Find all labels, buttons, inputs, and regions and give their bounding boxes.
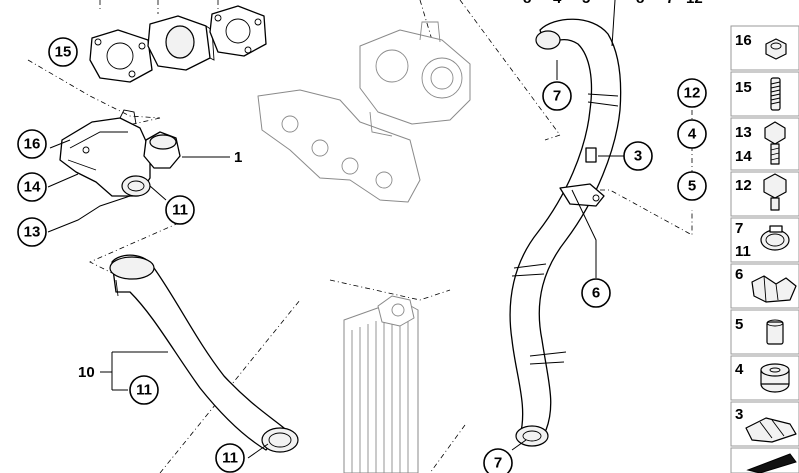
svg-text:13: 13: [24, 224, 41, 241]
label-part-1: 1: [234, 149, 242, 166]
intercooler-ghost: [343, 295, 419, 473]
svg-text:4: 4: [735, 361, 744, 378]
svg-text:6: 6: [735, 266, 743, 283]
svg-text:15: 15: [55, 44, 72, 61]
svg-text:6: 6: [592, 285, 600, 302]
svg-text:16: 16: [735, 32, 752, 49]
top-label-3: 8: [636, 0, 644, 7]
svg-text:7: 7: [735, 220, 743, 237]
bracket-clip-icon: [751, 275, 797, 303]
nut-icon: [765, 38, 787, 60]
svg-text:11: 11: [735, 243, 751, 260]
callout-13: 13: [17, 217, 47, 247]
top-label-0: 8: [523, 0, 531, 7]
sleeve-icon: [766, 319, 784, 345]
callout-11-mid: 11: [129, 375, 159, 405]
svg-text:11: 11: [136, 382, 152, 399]
top-label-2: 5: [582, 0, 590, 7]
svg-text:3: 3: [735, 406, 743, 423]
svg-text:15: 15: [735, 79, 752, 96]
svg-text:16: 16: [24, 136, 41, 153]
key-row-wedge: [730, 447, 799, 473]
svg-text:11: 11: [172, 202, 188, 219]
svg-text:3: 3: [634, 148, 642, 165]
svg-text:14: 14: [735, 148, 752, 165]
callout-7-top: 7: [542, 81, 572, 111]
grommet-icon: [760, 363, 790, 393]
key-row-7-11: 7 11: [730, 217, 799, 263]
callout-3: 3: [623, 141, 653, 171]
key-row-16: 16: [730, 25, 799, 71]
top-label-1: 4: [553, 0, 562, 7]
key-row-5: 5: [730, 309, 799, 355]
leader-lines: [47, 0, 624, 459]
svg-text:12: 12: [684, 85, 701, 102]
callout-4: 4: [677, 119, 707, 149]
callout-15: 15: [48, 37, 78, 67]
turbocharger-ghost: [257, 21, 471, 203]
callout-6: 6: [581, 278, 611, 308]
svg-text:7: 7: [553, 88, 561, 105]
callout-12: 12: [677, 78, 707, 108]
top-row-labels: 8 4 5 8 7 12: [523, 0, 703, 7]
top-label-5: 12: [686, 0, 703, 7]
charge-hose-long: [509, 18, 622, 447]
svg-text:13: 13: [735, 124, 752, 141]
svg-text:12: 12: [735, 177, 752, 194]
hex-screw-icon: [763, 173, 787, 211]
callout-7-bottom: 7: [483, 448, 513, 473]
callout-14: 14: [17, 172, 47, 202]
key-row-6: 6: [730, 263, 799, 309]
spring-clip-icon: [745, 417, 797, 443]
svg-text:14: 14: [24, 179, 41, 196]
intake-hose-10: [109, 254, 299, 453]
wedge-icon: [746, 453, 797, 473]
hose-clamp-icon: [760, 225, 790, 251]
svg-text:5: 5: [688, 178, 696, 195]
callout-16: 16: [17, 129, 47, 159]
svg-text:7: 7: [494, 455, 502, 472]
key-row-13-14: 13 14: [730, 117, 799, 171]
svg-text:11: 11: [222, 450, 238, 467]
top-label-4: 7: [666, 0, 674, 7]
callout-5: 5: [677, 171, 707, 201]
parts-key: 16 15 13 14: [730, 25, 799, 473]
key-row-4: 4: [730, 355, 799, 401]
charge-pipe-assembly: [59, 109, 181, 197]
key-row-15: 15: [730, 71, 799, 117]
svg-text:4: 4: [688, 126, 697, 143]
key-row-12: 12: [730, 171, 799, 217]
hex-bolt-icon: [764, 121, 786, 165]
label-part-10: 10: [78, 364, 95, 381]
key-row-3: 3: [730, 401, 799, 447]
callout-11-bottom: 11: [215, 443, 245, 473]
callout-11-top: 11: [165, 195, 195, 225]
stud-icon: [770, 77, 781, 111]
svg-text:5: 5: [735, 316, 743, 333]
gasket-group: [89, 5, 267, 83]
